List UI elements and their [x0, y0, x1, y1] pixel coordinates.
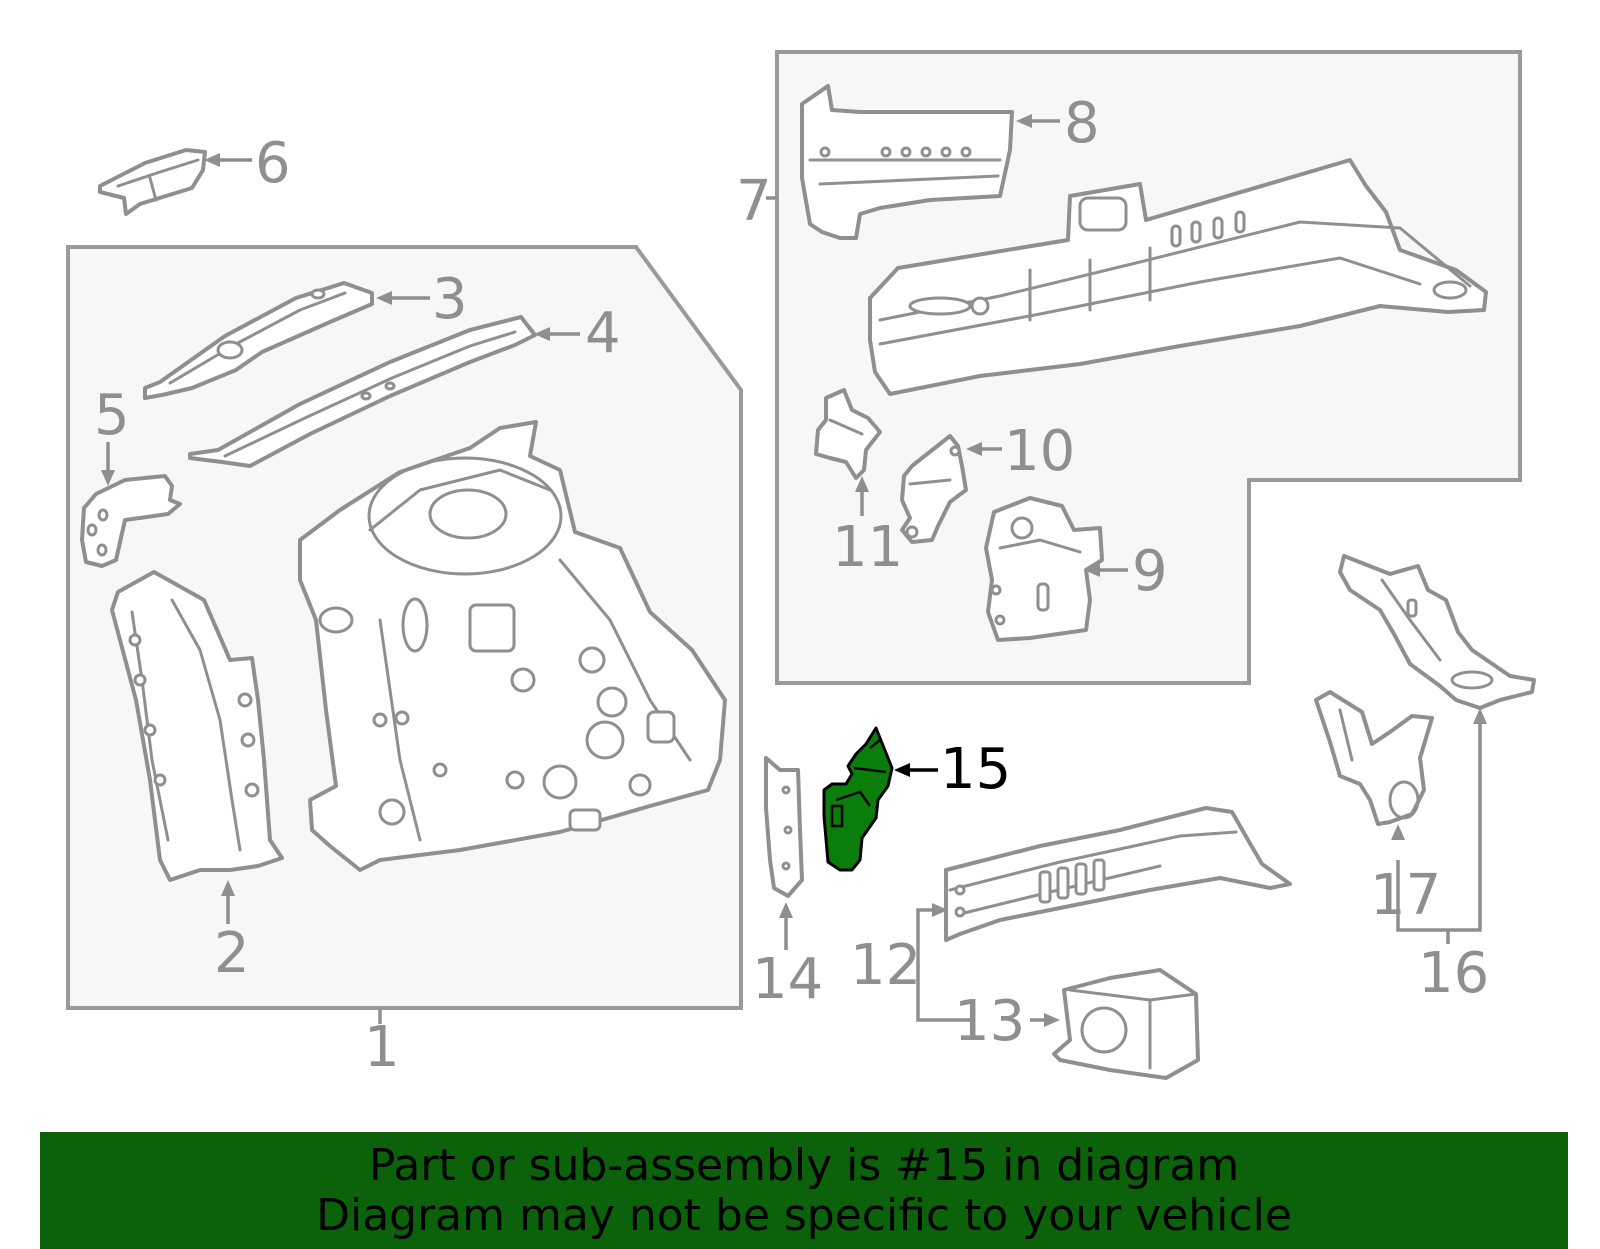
- part-2[interactable]: [110, 570, 284, 882]
- callout-17: 17: [1370, 863, 1441, 928]
- part-5[interactable]: [80, 474, 182, 568]
- callout-10: 10: [1004, 419, 1075, 484]
- part-17[interactable]: [1314, 690, 1434, 826]
- callout-1: 1: [364, 1015, 400, 1080]
- leader-lines: [101, 114, 1487, 1027]
- part-12[interactable]: [944, 806, 1292, 942]
- callout-9: 9: [1132, 539, 1168, 604]
- callout-3: 3: [432, 267, 468, 332]
- part-9[interactable]: [984, 496, 1104, 642]
- part-3[interactable]: [143, 281, 374, 400]
- part-15-highlighted[interactable]: [822, 726, 894, 872]
- part-14[interactable]: [764, 756, 804, 898]
- callout-8: 8: [1064, 91, 1100, 156]
- callout-11: 11: [832, 515, 903, 580]
- callout-7: 7: [736, 169, 772, 234]
- part-16[interactable]: [1338, 554, 1536, 710]
- banner-line-1: Part or sub-assembly is #15 in diagram: [368, 1140, 1240, 1191]
- part-8[interactable]: [800, 84, 1014, 240]
- callout-12: 12: [850, 933, 921, 998]
- info-banner: Part or sub-assembly is #15 in diagram D…: [40, 1132, 1568, 1249]
- part-11[interactable]: [814, 388, 882, 480]
- banner-line-2: Diagram may not be specific to your vehi…: [316, 1190, 1292, 1241]
- callout-6: 6: [255, 131, 291, 196]
- part-7-side-member[interactable]: [868, 158, 1488, 396]
- callout-5: 5: [94, 383, 130, 448]
- part-13[interactable]: [1052, 968, 1200, 1080]
- part-4[interactable]: [188, 315, 537, 468]
- callout-4: 4: [585, 301, 621, 366]
- part-6[interactable]: [98, 148, 207, 216]
- part-10[interactable]: [900, 434, 968, 544]
- callout-15: 15: [940, 737, 1011, 802]
- callout-13: 13: [954, 989, 1025, 1054]
- callout-2: 2: [214, 921, 250, 986]
- part-1-wheelhouse[interactable]: [298, 420, 727, 872]
- callout-14: 14: [752, 947, 823, 1012]
- callout-16: 16: [1418, 941, 1489, 1006]
